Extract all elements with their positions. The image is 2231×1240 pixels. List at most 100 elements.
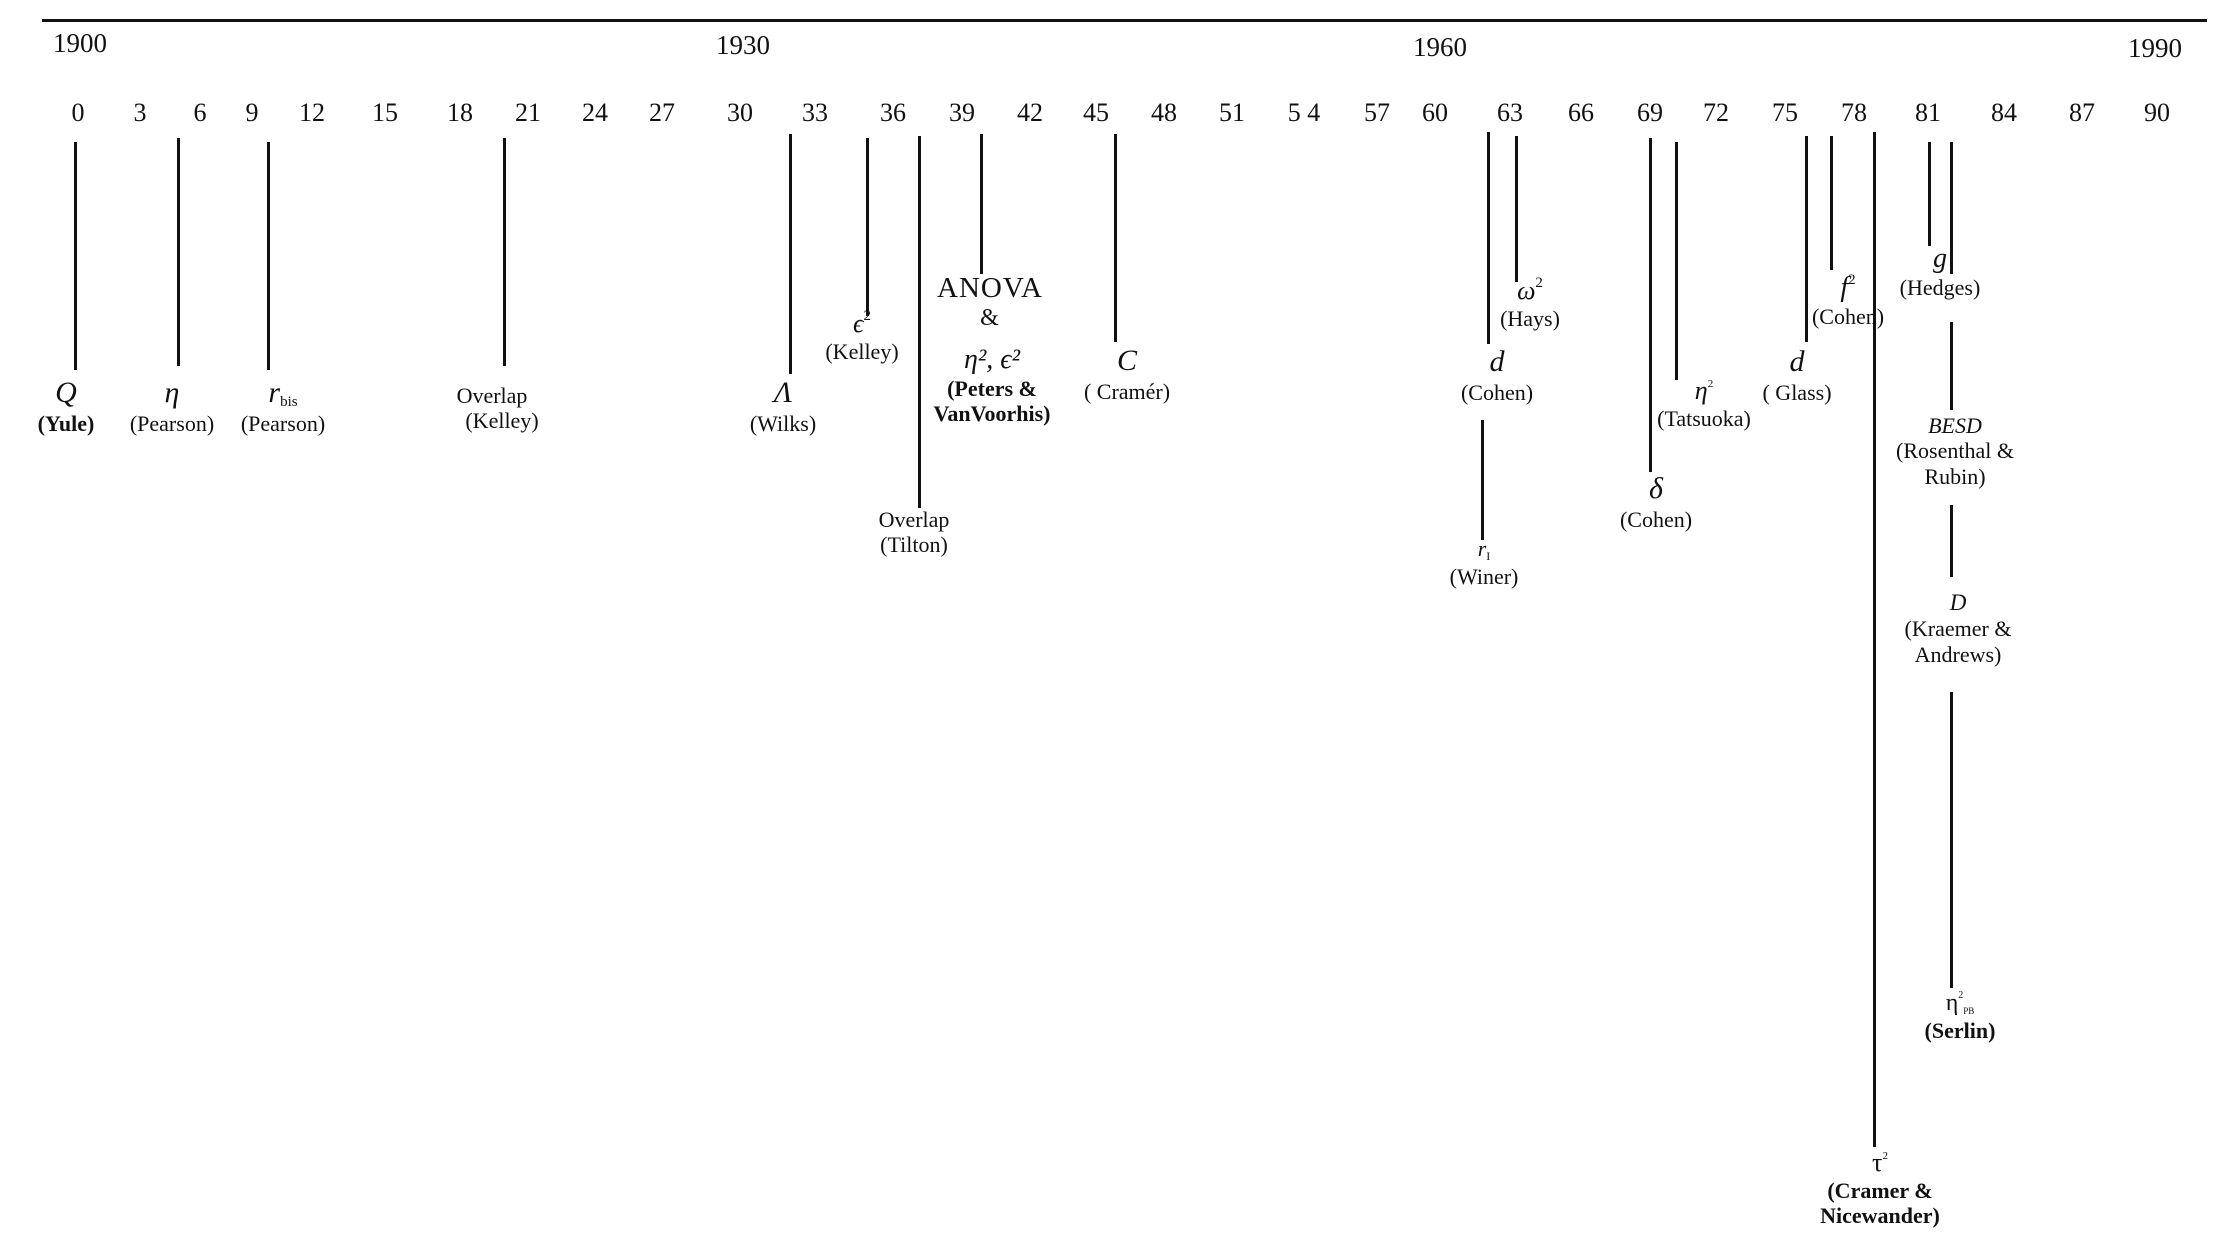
event-symbol-superscript: 2 <box>1958 990 1964 1001</box>
year-tick: 81 <box>1915 98 1941 127</box>
event-symbol: ω2 <box>1517 275 1543 305</box>
event-hays-omega: ω2 (Hays) <box>1500 275 1560 331</box>
year-tick: 48 <box>1151 98 1177 127</box>
event-author: (Kraemer & Andrews) <box>1904 616 2012 667</box>
event-author: (Tatsuoka) <box>1657 405 1751 431</box>
year-tick: 3 <box>133 98 147 127</box>
connector-cohen-d <box>1487 132 1490 344</box>
connector-pearson-rbis <box>267 142 270 370</box>
year-tick: 57 <box>1364 98 1390 127</box>
year-tick: 6 <box>193 98 207 127</box>
event-symbol-superscript: 2 <box>1707 378 1714 390</box>
event-kelley-epsilon: ϵ2 (Kelley) <box>825 308 898 364</box>
event-author: (Cohen) <box>1619 506 1693 532</box>
event-symbol: g <box>1932 243 1947 274</box>
event-symbol: δ <box>1649 472 1663 505</box>
event-symbol-superscript: 2 <box>1848 272 1856 288</box>
event-author: (Tilton) <box>880 532 948 558</box>
event-measure: Overlap <box>456 383 528 408</box>
event-author: (Yule) <box>37 410 95 436</box>
event-cramer-tau: τ2 (Cramer & Nicewander) <box>1810 1148 1950 1228</box>
event-symbol: d <box>1789 345 1805 378</box>
event-author: (Rosenthal & Rubin) <box>1896 438 2014 489</box>
year-tick: 75 <box>1772 98 1798 127</box>
connector-anova <box>980 134 983 274</box>
event-cohen-d: d (Cohen) <box>1461 345 1533 405</box>
timeline-axis <box>42 19 2207 22</box>
connector-tilton <box>918 136 921 508</box>
connector-hedges <box>1928 142 1931 246</box>
event-author: (Winer) <box>1449 563 1519 589</box>
year-tick: 21 <box>515 98 541 127</box>
event-pearson-rbis: rbis (Pearson) <box>241 376 325 437</box>
event-symbol: C <box>1116 344 1137 377</box>
event-symbol: Q <box>55 376 77 409</box>
event-measure: Overlap <box>878 507 950 532</box>
event-author: (Cramer & Nicewander) <box>1820 1177 1940 1229</box>
year-tick: 45 <box>1083 98 1109 127</box>
connector-besd <box>1950 322 1953 410</box>
connector-kraemer <box>1950 505 1953 577</box>
event-kelley-overlap: Overlap (Kelley) <box>445 383 539 434</box>
event-author: ( Glass) <box>1762 379 1832 405</box>
event-symbol: τ2 <box>1872 1148 1888 1177</box>
event-cohen-delta: δ (Cohen) <box>1620 472 1692 532</box>
event-symbol: D <box>1949 590 1967 615</box>
event-tatsuoka-eta: η2 (Tatsuoka) <box>1657 376 1751 431</box>
event-tilton-overlap: Overlap (Tilton) <box>879 507 950 558</box>
year-tick: 33 <box>802 98 828 127</box>
year-tick: 36 <box>880 98 906 127</box>
event-hedges-g: g (Hedges) <box>1900 243 1981 300</box>
connector-tatsuoka <box>1675 142 1678 380</box>
year-tick: 30 <box>727 98 753 127</box>
event-author: (Cohen) <box>1460 379 1534 405</box>
event-rosenthal-besd: BESD (Rosenthal & Rubin) <box>1895 413 2015 489</box>
event-pearson-eta: η (Pearson) <box>130 376 214 436</box>
event-conjunction: & <box>980 305 1000 332</box>
event-symbol: BESD <box>1928 413 1982 438</box>
year-tick: 39 <box>949 98 975 127</box>
event-kraemer-d: D (Kraemer & Andrews) <box>1893 590 2023 667</box>
year-tick: 69 <box>1637 98 1663 127</box>
event-symbol: η², ϵ² <box>964 344 1020 375</box>
year-tick: 72 <box>1703 98 1729 127</box>
connector-winer <box>1481 420 1484 540</box>
connector-kelley-epsilon <box>866 138 869 316</box>
event-cohen-f2: f2 (Cohen) <box>1812 272 1884 329</box>
event-anova: ANOVA & <box>937 272 1043 333</box>
event-author: (Hedges) <box>1899 275 1981 301</box>
connector-kelley-overlap <box>503 138 506 366</box>
year-tick: 87 <box>2069 98 2095 127</box>
connector-yule <box>74 142 77 370</box>
event-measure: ANOVA <box>937 272 1043 304</box>
event-cramer-c: C ( Cramér) <box>1084 344 1170 404</box>
year-tick: 63 <box>1497 98 1523 127</box>
year-tick: 60 <box>1422 98 1448 127</box>
decade-label-1930: 1930 <box>716 30 770 60</box>
event-symbol-superscript: 2 <box>1535 275 1543 291</box>
event-symbol-subscript: bis <box>280 394 298 410</box>
event-winer-r: rI (Winer) <box>1450 536 1519 589</box>
event-symbol: η2 <box>1694 376 1714 405</box>
year-tick: 42 <box>1017 98 1043 127</box>
event-symbol: d <box>1489 345 1505 378</box>
event-symbol: Λ <box>773 376 793 409</box>
event-symbol: η2PB <box>1945 990 1975 1016</box>
connector-cramer-c <box>1114 134 1117 342</box>
event-symbol-subscript: PB <box>1963 1006 1975 1016</box>
year-tick: 0 <box>71 98 85 127</box>
event-author: (Cohen) <box>1811 304 1885 330</box>
event-author: (Hays) <box>1500 305 1560 331</box>
event-author: (Peters & VanVoorhis) <box>933 376 1051 427</box>
event-symbol-superscript: 2 <box>863 308 871 324</box>
connector-serlin <box>1950 692 1953 988</box>
connector-wilks <box>789 134 792 374</box>
decade-label-1960: 1960 <box>1413 32 1467 62</box>
event-symbol-superscript: 2 <box>1882 1150 1888 1162</box>
event-symbol: rI <box>1477 536 1491 563</box>
year-tick: 51 <box>1219 98 1245 127</box>
year-tick: 15 <box>372 98 398 127</box>
decade-label-1990: 1990 <box>2128 33 2182 63</box>
connector-pearson-eta <box>177 138 180 366</box>
